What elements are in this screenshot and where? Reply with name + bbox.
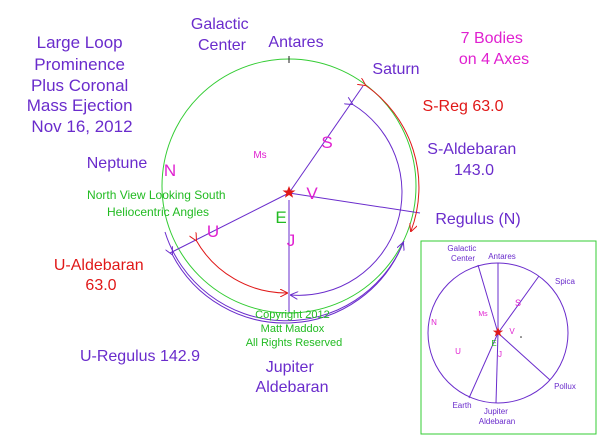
orbit-circle-purple-arc bbox=[164, 231, 405, 322]
s-aldebaran-arc bbox=[291, 104, 403, 295]
bodies-note-line: on 4 Axes bbox=[459, 51, 529, 68]
neptune-label: Neptune bbox=[87, 155, 148, 172]
saturn-letter: S bbox=[321, 133, 332, 152]
view-note: North View Looking South Heliocentric An… bbox=[87, 188, 229, 219]
s-reg-arc bbox=[365, 85, 420, 231]
title-line: Plus Coronal bbox=[31, 76, 128, 95]
inset-frame bbox=[420, 240, 597, 435]
u-regulus-arc bbox=[172, 243, 403, 324]
inset-venus-letter: V bbox=[509, 327, 515, 336]
title-line: Large Loop bbox=[37, 33, 123, 52]
u-aldebaran-line: U-Aldebaran bbox=[54, 257, 144, 274]
copyright-line: All Rights Reserved bbox=[246, 337, 343, 349]
inset-galactic-center-line: Galactic bbox=[447, 244, 476, 253]
mars-letter: Ms bbox=[253, 150, 266, 161]
inset-jupiter-letter: J bbox=[498, 350, 502, 359]
u-regulus-angle-label: U-Regulus 142.9 bbox=[80, 348, 200, 365]
title-line: Mass Ejection bbox=[27, 96, 133, 115]
aldebaran-label: Aldebaran bbox=[256, 379, 329, 396]
copyright-text: Copyright 2012 Matt Maddox All Rights Re… bbox=[246, 309, 343, 349]
inset-spoke bbox=[497, 332, 551, 381]
saturn-label: Saturn bbox=[372, 61, 419, 78]
jupiter-letter: J bbox=[287, 231, 296, 250]
title-line: Prominence bbox=[34, 55, 125, 74]
inset-sun-star-icon bbox=[492, 327, 504, 337]
regulus-label: Regulus (N) bbox=[435, 211, 520, 228]
antares-label: Antares bbox=[268, 34, 323, 51]
galactic-center-line: Center bbox=[198, 37, 247, 54]
uranus-letter: U bbox=[207, 222, 219, 241]
bodies-note-line: 7 Bodies bbox=[461, 30, 523, 47]
u-aldebaran-angle-label: U-Aldebaran 63.0 bbox=[54, 257, 148, 294]
bodies-note: 7 Bodies on 4 Axes bbox=[459, 30, 529, 68]
s-aldebaran-line: 143.0 bbox=[454, 162, 494, 179]
inset-galactic-center-line: Center bbox=[451, 254, 475, 263]
inset-earth-label: Earth bbox=[452, 401, 471, 410]
u-aldebaran-line: 63.0 bbox=[85, 277, 116, 294]
inset-spoke bbox=[497, 275, 540, 334]
copyright-line: Matt Maddox bbox=[261, 323, 325, 335]
inset-jupiter-line: Jupiter bbox=[484, 407, 508, 416]
galactic-center-line: Galactic bbox=[191, 16, 249, 33]
inset-neptune-letter: N bbox=[431, 318, 437, 327]
inset-saturn-letter: S bbox=[515, 298, 521, 308]
inset-spoke bbox=[477, 264, 499, 334]
s-aldebaran-line: S-Aldebaran bbox=[427, 141, 516, 158]
s-reg-angle-label: S-Reg 63.0 bbox=[423, 98, 504, 115]
inset-mars-letter: Ms bbox=[478, 311, 488, 318]
earth-letter: E bbox=[275, 208, 286, 227]
uranus-axis-line bbox=[169, 192, 290, 254]
copyright-line: Copyright 2012 bbox=[255, 309, 330, 321]
view-note-line: North View Looking South bbox=[87, 188, 226, 202]
neptune-letter: N bbox=[164, 161, 176, 180]
venus-letter: V bbox=[306, 184, 318, 203]
inset-galactic-center-label: Galactic Center bbox=[447, 244, 478, 263]
jupiter-label: Jupiter bbox=[266, 359, 315, 376]
inset-antares-label: Antares bbox=[488, 252, 516, 261]
inset-spoke bbox=[468, 332, 499, 399]
jupiter-aldebaran-label: Jupiter Aldebaran bbox=[256, 359, 329, 396]
s-aldebaran-angle-label: S-Aldebaran 143.0 bbox=[427, 141, 520, 179]
inset-uranus-letter: U bbox=[455, 347, 461, 356]
inset-pollux-label: Pollux bbox=[554, 382, 576, 391]
sun-star-icon bbox=[282, 186, 296, 198]
inset-jupiter-aldebaran-label: Jupiter Aldebaran bbox=[479, 407, 515, 426]
inset-spica-label: Spica bbox=[555, 277, 576, 286]
galactic-center-label: Galactic Center bbox=[191, 16, 253, 54]
inset-diagram: Galactic Center Antares Spica N Ms S V E… bbox=[420, 240, 597, 435]
title-line: Nov 16, 2012 bbox=[31, 117, 132, 136]
view-note-line: Heliocentric Angles bbox=[107, 205, 209, 219]
inset-dot bbox=[520, 336, 522, 338]
inset-earth-letter: E bbox=[491, 339, 496, 348]
inset-spoke bbox=[495, 332, 499, 404]
title-text: Large Loop Prominence Plus Coronal Mass … bbox=[27, 33, 138, 136]
inset-aldebaran-line: Aldebaran bbox=[479, 417, 515, 426]
